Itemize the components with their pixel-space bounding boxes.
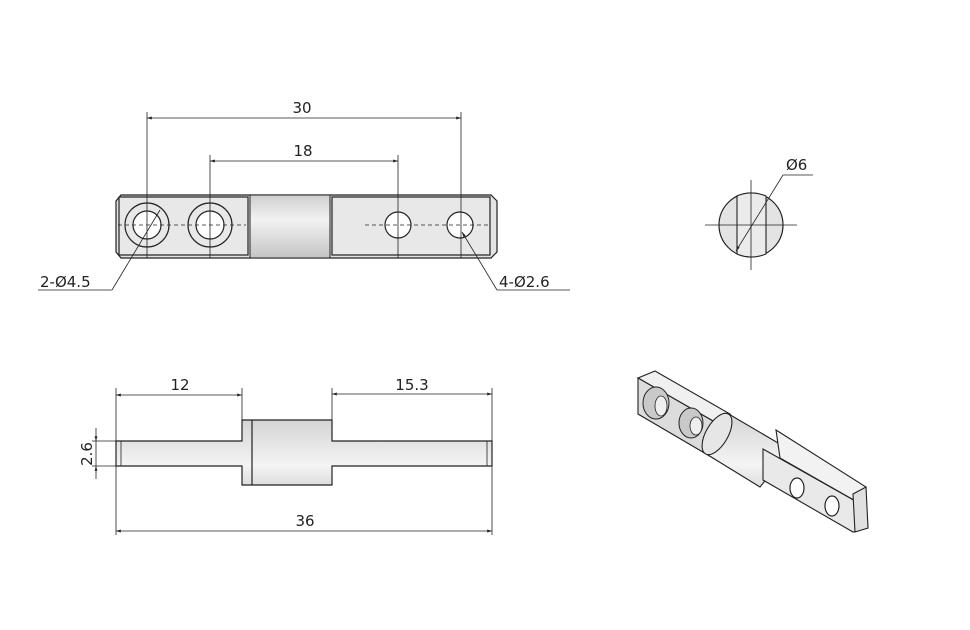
dimension-18: 18 xyxy=(293,142,312,160)
side-view-outline xyxy=(115,419,493,486)
dimension-36: 36 xyxy=(295,512,314,530)
dimension-30: 30 xyxy=(292,99,311,117)
callout-small-holes: 4-Ø2.6 xyxy=(499,273,550,291)
isometric-view xyxy=(636,370,869,533)
dimension-12: 12 xyxy=(170,376,189,394)
callout-large-holes: 2-Ø4.5 xyxy=(40,273,91,291)
dimension-2-6: 2.6 xyxy=(78,442,96,466)
side-view: 12 15.3 36 2.6 xyxy=(78,376,493,535)
end-view: Ø6 xyxy=(705,156,813,270)
dimension-15-3: 15.3 xyxy=(395,376,428,394)
iso-hole-3 xyxy=(789,477,805,499)
callout-diameter: Ø6 xyxy=(786,156,807,174)
iso-hole-4 xyxy=(824,495,840,517)
top-view: 30 18 2-Ø4.5 4-Ø2.6 xyxy=(38,99,570,291)
leader-diameter xyxy=(735,174,784,252)
leader-small-holes xyxy=(461,231,498,291)
center-cylinder xyxy=(249,194,331,259)
leader-large-holes xyxy=(111,209,161,291)
